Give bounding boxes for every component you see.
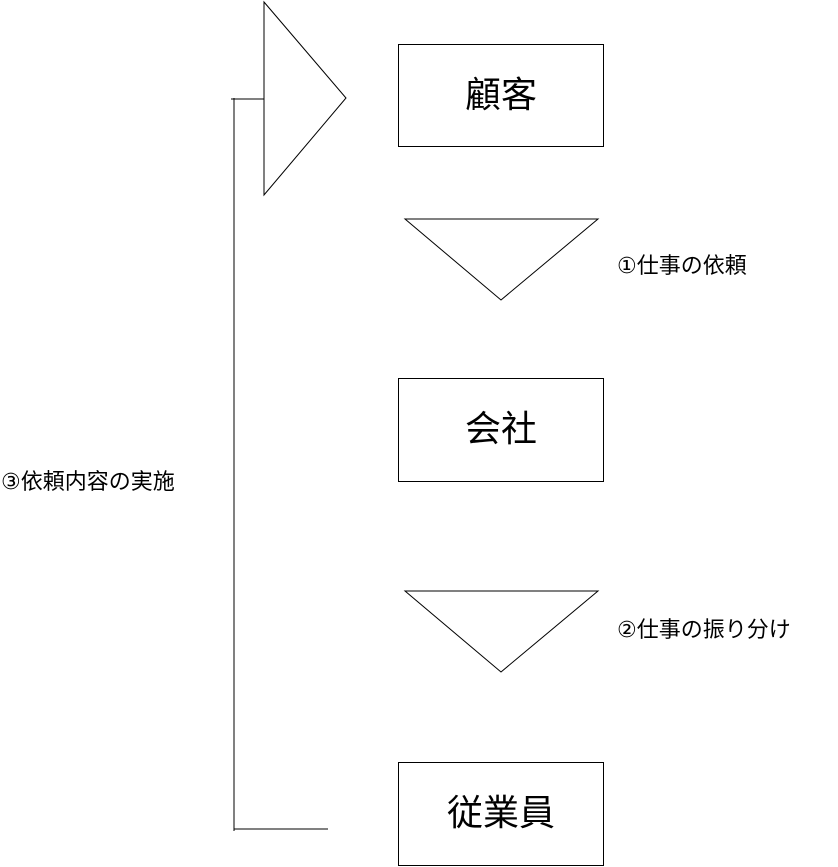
customer-node-label: 顧客: [464, 74, 537, 116]
company-node-label: 会社: [464, 409, 537, 450]
down-arrow-icon-assign: [403, 590, 600, 673]
company-node: 会社: [398, 378, 604, 482]
employee-node: 従業員: [398, 762, 604, 866]
edge-label-perform: ③依頼内容の実施: [1, 470, 175, 495]
right-arrow-icon: [263, 0, 347, 197]
edge-label-request: ①仕事の依頼: [617, 254, 747, 279]
edge-label-assign: ②仕事の振り分け: [617, 618, 791, 643]
employee-node-label: 従業員: [446, 793, 555, 834]
down-arrow-icon-request: [403, 218, 600, 301]
customer-node: 顧客: [398, 44, 604, 147]
